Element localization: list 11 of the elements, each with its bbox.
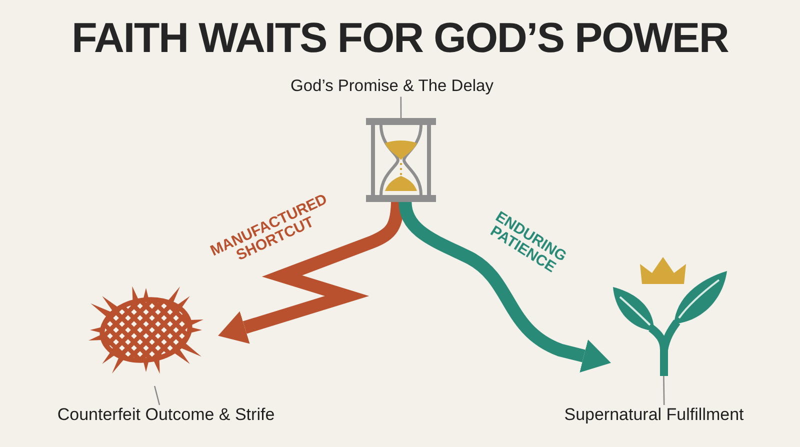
- hourglass-icon: [366, 118, 436, 202]
- arrow: [218, 202, 404, 344]
- leader-line: [663, 376, 665, 405]
- leader-line: [400, 96, 402, 118]
- diagram-title: FAITH WAITS FOR GOD’S POWER: [72, 15, 728, 62]
- arrow: [398, 201, 611, 372]
- node-label: God’s Promise & The Delay: [290, 77, 494, 97]
- node-label: Supernatural Fulfillment: [564, 405, 744, 426]
- leader-line: [154, 386, 160, 406]
- sprout-with-crown-icon: [611, 256, 728, 376]
- node-label: Counterfeit Outcome & Strife: [57, 405, 275, 426]
